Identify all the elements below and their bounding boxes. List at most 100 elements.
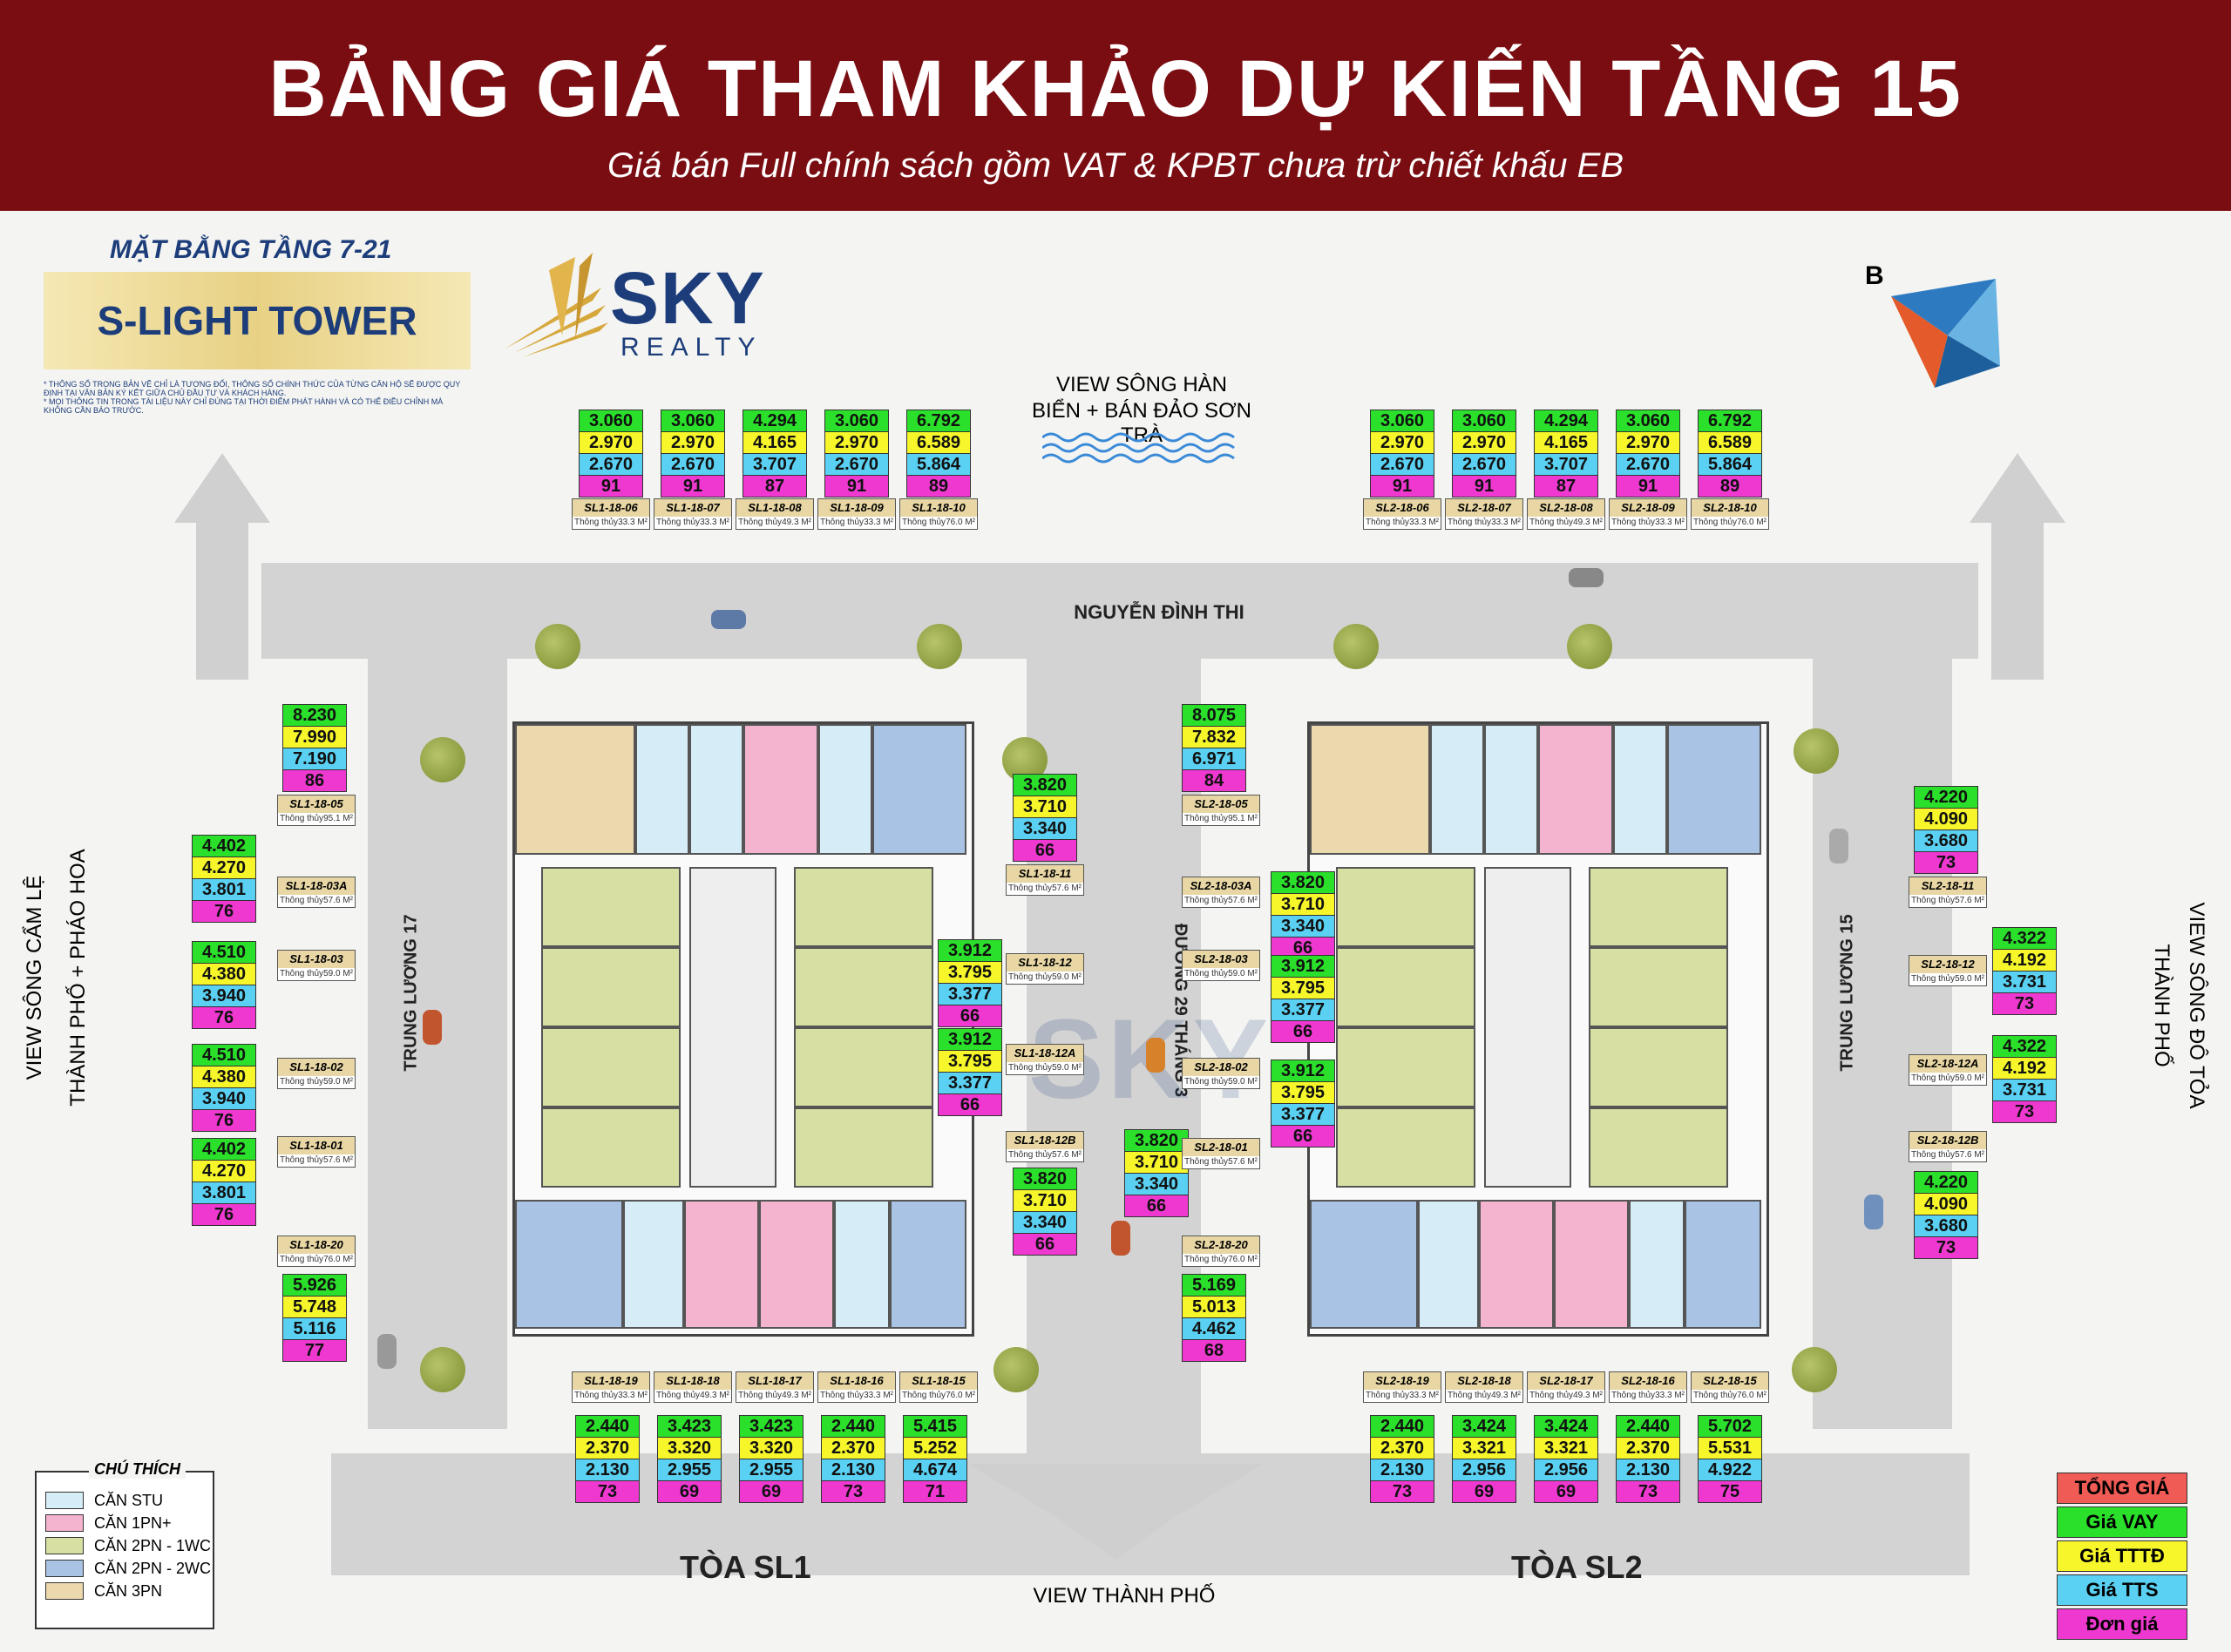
legend-item: CĂN 1PN+ — [37, 1511, 213, 1534]
price-total: 4.220 — [1915, 1172, 1977, 1194]
unit-code: SL2-18-06 — [1364, 499, 1441, 517]
unit-1pn-room — [1479, 1200, 1554, 1329]
sky-realty-logo: SKY REALTY — [497, 253, 784, 375]
price-unit: 84 — [1183, 770, 1245, 791]
unit-area-value: 33.3 M² — [864, 518, 893, 527]
unit-area-value: 57.6 M² — [1052, 884, 1082, 893]
price-standard: 2.670 — [1453, 454, 1516, 476]
unit-area-label: Thông thủy — [1693, 518, 1738, 527]
price-loan: 4.165 — [1535, 432, 1597, 454]
price-standard: 3.731 — [1993, 1080, 2056, 1101]
disclaimer-1: * THÔNG SỐ TRONG BẢN VẼ CHỈ LÀ TƯƠNG ĐỐI… — [44, 380, 461, 397]
tree — [1792, 1347, 1837, 1392]
price-unit: 89 — [1699, 476, 1761, 497]
unit-area-label: Thông thủy — [280, 896, 324, 905]
unit-code: SL2-18-16 — [1610, 1372, 1686, 1390]
unit-2pn1wc-room — [1589, 947, 1728, 1027]
unit-area-label: Thông thủy — [1529, 518, 1574, 527]
unit-area-label: Thông thủy — [1184, 1157, 1229, 1167]
price-loan: 5.748 — [283, 1297, 346, 1318]
building-sl2 — [1307, 721, 1769, 1337]
unit-area-label: Thông thủy — [738, 518, 783, 527]
unit-area-value: 59.0 M² — [1228, 1077, 1258, 1087]
unit-code: SL1-18-01 — [278, 1137, 355, 1154]
price-standard: 3.940 — [193, 985, 255, 1007]
price-total: 3.060 — [1617, 410, 1679, 432]
price-loan: 5.252 — [904, 1438, 966, 1459]
price-unit: 91 — [1453, 476, 1516, 497]
price-total: 3.912 — [939, 940, 1001, 962]
price-loan: 4.192 — [1993, 950, 2056, 972]
unit-1pn-room — [743, 724, 818, 855]
view-bottom: VIEW THÀNH PHỐ — [1033, 1584, 1216, 1608]
legend-label: CĂN 2PN - 1WC — [94, 1537, 212, 1554]
unit-2pn1wc-room — [1336, 947, 1475, 1027]
unit-area-value: 57.6 M² — [1955, 896, 1984, 905]
tree — [1333, 624, 1379, 669]
unit-area-label: Thông thủy — [1693, 1391, 1738, 1400]
unit-code: SL2-18-09 — [1610, 499, 1686, 517]
car — [1146, 1038, 1165, 1073]
unit-area-value: 57.6 M² — [1228, 896, 1258, 905]
unit-area-label: Thông thủy — [1448, 1391, 1492, 1400]
unit-area-value: 49.3 M² — [1573, 518, 1603, 527]
unit-area-label: Thông thủy — [1184, 969, 1229, 978]
unit-stu-room — [1418, 1200, 1479, 1329]
price-loan: 7.832 — [1183, 727, 1245, 748]
unit-3pn-room — [515, 724, 635, 855]
price-unit: 73 — [1993, 1101, 2056, 1122]
tower-sl1-label: TÒA SL1 — [680, 1549, 811, 1585]
unit-area-label: Thông thủy — [1529, 1391, 1574, 1400]
unit-2pn2wc-room — [872, 724, 966, 855]
core — [689, 867, 776, 1188]
unit-2pn2wc-room — [890, 1200, 966, 1329]
unit-area-value: 95.1 M² — [323, 814, 353, 823]
key-total: TỔNG GIÁ — [2057, 1473, 2187, 1504]
unit-code: SL1-18-12B — [1007, 1132, 1083, 1149]
price-total: 2.440 — [822, 1416, 885, 1438]
unit-stu-room — [1484, 724, 1538, 855]
price-loan: 2.970 — [1617, 432, 1679, 454]
unit-area-value: 57.6 M² — [1955, 1150, 1984, 1160]
price-standard: 3.801 — [193, 1182, 255, 1204]
price-unit: 73 — [1993, 993, 2056, 1014]
road-right-trung-luong-15 — [1813, 610, 1952, 1429]
unit-area-value: 33.3 M² — [1655, 1391, 1685, 1400]
price-unit: 73 — [1915, 852, 1977, 873]
price-unit: 73 — [1617, 1481, 1679, 1502]
price-standard: 3.340 — [1271, 916, 1334, 938]
legend-item: CĂN 3PN — [37, 1579, 213, 1601]
price-standard: 2.670 — [1617, 454, 1679, 476]
unit-area-label: Thông thủy — [1184, 814, 1229, 823]
unit-code: SL1-18-17 — [736, 1372, 813, 1390]
unit-2pn1wc-room — [794, 1027, 933, 1107]
building-sl1 — [512, 721, 974, 1337]
price-standard: 2.956 — [1453, 1459, 1516, 1481]
price-standard: 2.130 — [1371, 1459, 1434, 1481]
price-loan: 3.710 — [1125, 1152, 1188, 1174]
unit-2pn1wc-room — [1336, 1107, 1475, 1188]
tree — [420, 1347, 465, 1392]
